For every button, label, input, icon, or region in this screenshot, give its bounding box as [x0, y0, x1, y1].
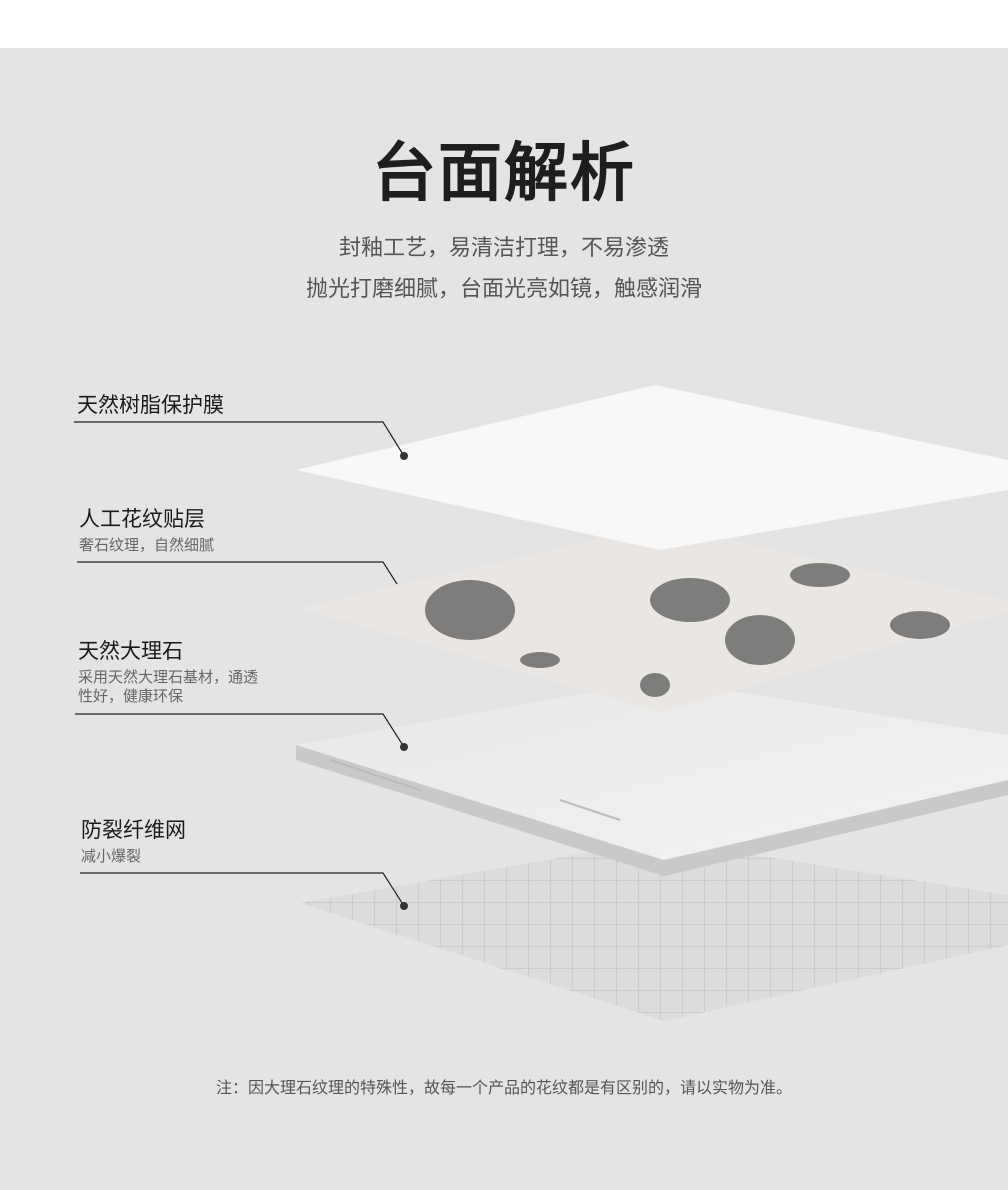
pattern-veneer-layer: [298, 525, 1008, 712]
fiber-mesh-layer: [300, 840, 1008, 1021]
marble-slab-layer: [296, 680, 1008, 876]
layer-desc-marble-1: 采用天然大理石基材，通透: [78, 668, 259, 686]
leader-dots: [400, 452, 408, 910]
layer-label-pattern-veneer: 人工花纹贴层: [79, 507, 205, 531]
page-title: 台面解析: [372, 137, 636, 211]
layer-desc-pattern-veneer: 奢石纹理，自然细腻: [79, 536, 215, 554]
subtitle-line-1: 封釉工艺，易清洁打理，不易渗透: [338, 236, 669, 261]
layer-desc-fiber-mesh: 减小爆裂: [81, 847, 142, 865]
layer-label-fiber-mesh: 防裂纤维网: [81, 818, 186, 842]
leader-lines: [74, 421, 405, 907]
footnote: 注：因大理石纹理的特殊性，故每一个产品的花纹都是有区别的，请以实物为准。: [215, 1078, 792, 1097]
subtitle-line-2: 抛光打磨细腻，台面光亮如镜，触感润滑: [305, 277, 702, 302]
top-band: [0, 0, 1008, 48]
resin-film-layer: [296, 385, 1008, 550]
layer-desc-marble-2: 性好，健康环保: [78, 687, 184, 705]
layer-label-resin-film: 天然树脂保护膜: [77, 393, 224, 417]
layer-label-marble: 天然大理石: [78, 639, 183, 663]
